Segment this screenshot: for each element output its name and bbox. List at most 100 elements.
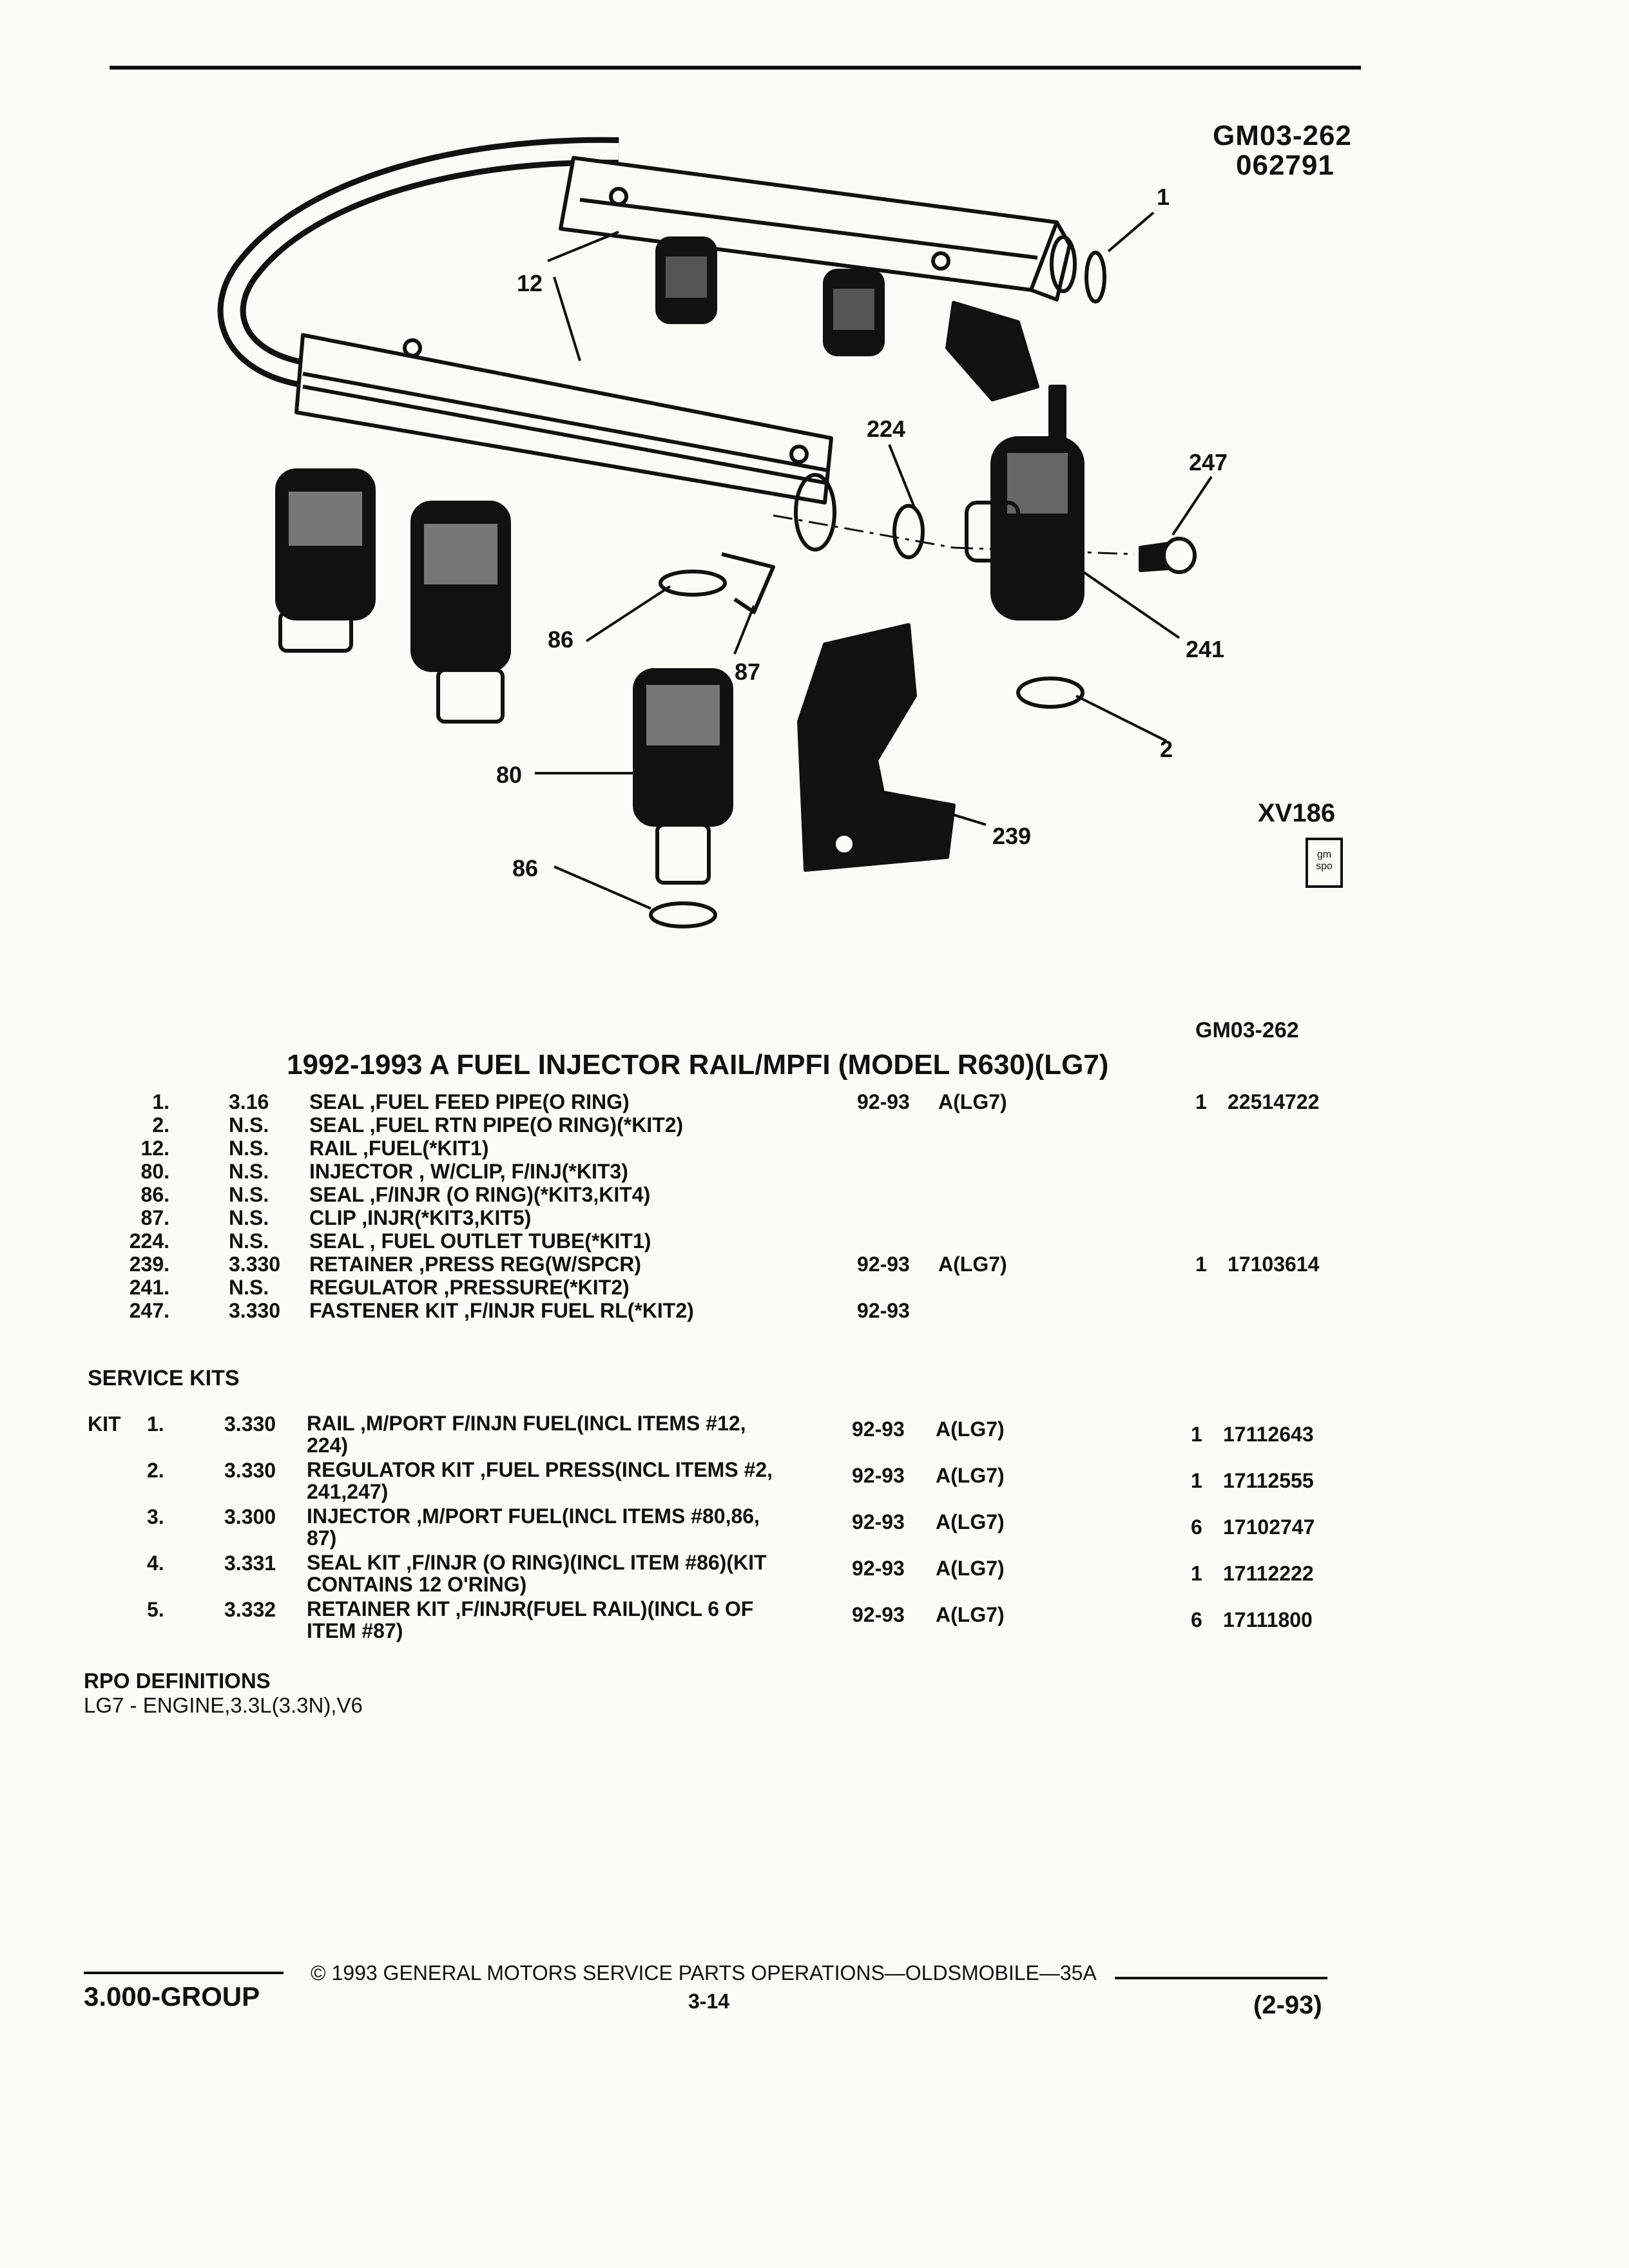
part-description: FASTENER KIT ,F/INJR FUEL RL(*KIT2) [309, 1299, 694, 1322]
callout-241: 241 [1186, 636, 1224, 662]
item-number: 80. [140, 1160, 169, 1183]
section-ref-code: GM03-262 [1195, 1018, 1299, 1043]
kit-number: 2. [147, 1459, 164, 1482]
quantity: 6 [1191, 1608, 1202, 1631]
model-years: 92-93 [857, 1253, 910, 1276]
kit-description-cont: 224) [307, 1434, 349, 1457]
footer-group: 3.000-GROUP [84, 1981, 260, 2012]
application: A(LG7) [936, 1510, 1005, 1533]
part-description: SEAL ,F/INJR (O RING)(*KIT3,KIT4) [309, 1183, 651, 1206]
item-number: 1. [152, 1090, 169, 1113]
model-years: 92-93 [857, 1090, 910, 1113]
service-kits-heading: SERVICE KITS [88, 1366, 240, 1390]
header-code: GM03-262 [1213, 120, 1352, 151]
model-years: 92-93 [852, 1603, 905, 1626]
model-years: 92-93 [857, 1299, 910, 1322]
kit-description: REGULATOR KIT ,FUEL PRESS(INCL ITEMS #2, [307, 1458, 773, 1481]
kit-description: SEAL KIT ,F/INJR (O RING)(INCL ITEM #86)… [307, 1551, 767, 1574]
callout-80: 80 [496, 762, 522, 788]
item-number: 241. [129, 1276, 169, 1299]
rpo-heading: RPO DEFINITIONS [84, 1669, 271, 1693]
parts-row: 1. 3.16 SEAL ,FUEL FEED PIPE(O RING) 92-… [0, 1090, 1629, 1116]
callout-86-upper: 86 [548, 626, 574, 653]
quantity: 1 [1195, 1090, 1207, 1113]
quantity: 1 [1191, 1469, 1202, 1492]
part-number: 17111800 [1223, 1608, 1313, 1631]
group-number: 3.330 [229, 1299, 281, 1322]
group-number: N.S. [229, 1206, 269, 1229]
item-number: 12. [140, 1137, 169, 1160]
application: A(LG7) [938, 1090, 1007, 1113]
part-description: SEAL ,FUEL RTN PIPE(O RING)(*KIT2) [309, 1113, 684, 1137]
group-number: N.S. [229, 1137, 269, 1160]
callout-2: 2 [1160, 736, 1173, 762]
part-description: RAIL ,FUEL(*KIT1) [309, 1137, 489, 1160]
item-number: 86. [140, 1183, 169, 1206]
group-number: 3.332 [224, 1598, 276, 1621]
part-description: REGULATOR ,PRESSURE(*KIT2) [309, 1276, 630, 1299]
group-number: N.S. [229, 1276, 269, 1299]
item-number: 87. [140, 1206, 169, 1229]
item-number: 239. [129, 1253, 169, 1276]
parts-row: 80. N.S. INJECTOR , W/CLIP, F/INJ(*KIT3) [0, 1160, 1629, 1186]
group-number: 3.330 [224, 1412, 276, 1436]
application: A(LG7) [936, 1603, 1005, 1626]
model-years: 92-93 [852, 1464, 905, 1487]
part-description: SEAL ,FUEL FEED PIPE(O RING) [309, 1090, 630, 1113]
part-description: SEAL , FUEL OUTLET TUBE(*KIT1) [309, 1229, 651, 1253]
part-description: INJECTOR , W/CLIP, F/INJ(*KIT3) [309, 1160, 628, 1183]
parts-row: 2. N.S. SEAL ,FUEL RTN PIPE(O RING)(*KIT… [0, 1113, 1629, 1139]
header-date-code: 062791 [1236, 149, 1335, 181]
quantity: 6 [1191, 1515, 1202, 1539]
kit-number: 4. [147, 1552, 164, 1575]
parts-row: 241. N.S. REGULATOR ,PRESSURE(*KIT2) [0, 1276, 1629, 1302]
quantity: 1 [1191, 1562, 1202, 1585]
footer-page-number: 3-14 [688, 1990, 730, 2013]
footer-copyright: © 1993 GENERAL MOTORS SERVICE PARTS OPER… [311, 1961, 1097, 1984]
parts-row: 12. N.S. RAIL ,FUEL(*KIT1) [0, 1137, 1629, 1162]
quantity: 1 [1195, 1253, 1207, 1276]
model-years: 92-93 [852, 1510, 905, 1533]
model-years: 92-93 [852, 1418, 905, 1441]
callout-239: 239 [992, 823, 1031, 849]
footer-rule-left [84, 1972, 284, 1974]
group-number: 3.16 [229, 1090, 269, 1113]
kit-number: 5. [147, 1598, 164, 1621]
kit-description-cont: CONTAINS 12 O'RING) [307, 1573, 527, 1596]
application: A(LG7) [936, 1557, 1005, 1580]
group-number: N.S. [229, 1113, 269, 1137]
group-number: 3.300 [224, 1505, 276, 1528]
kit-description-cont: 87) [307, 1526, 337, 1550]
footer-rule-right [1115, 1977, 1327, 1979]
part-number: 17112555 [1223, 1469, 1314, 1492]
kit-description-cont: 241,247) [307, 1480, 389, 1503]
section-title: 1992-1993 A FUEL INJECTOR RAIL/MPFI (MOD… [287, 1049, 1109, 1081]
kit-description: RAIL ,M/PORT F/INJN FUEL(INCL ITEMS #12, [307, 1412, 746, 1435]
callout-12: 12 [517, 270, 543, 296]
parts-row: 239. 3.330 RETAINER ,PRESS REG(W/SPCR) 9… [0, 1253, 1629, 1278]
part-number: 17103614 [1228, 1253, 1320, 1276]
group-number: N.S. [229, 1183, 269, 1206]
item-number: 2. [152, 1113, 169, 1137]
group-number: 3.330 [224, 1459, 276, 1482]
part-number: 17112222 [1223, 1562, 1314, 1585]
application: A(LG7) [936, 1418, 1005, 1441]
group-number: N.S. [229, 1229, 269, 1253]
quantity: 1 [1191, 1423, 1202, 1446]
callout-87: 87 [735, 658, 760, 685]
application: A(LG7) [936, 1464, 1005, 1487]
group-number: 3.331 [224, 1552, 276, 1575]
part-number: 17112643 [1223, 1423, 1314, 1446]
footer-revision: (2-93) [1253, 1991, 1322, 2019]
kit-description: RETAINER KIT ,F/INJR(FUEL RAIL)(INCL 6 O… [307, 1597, 754, 1620]
callout-224: 224 [867, 416, 905, 442]
exploded-diagram: 1 12 224 247 241 2 86 87 80 239 86 XV186 [217, 137, 1335, 928]
item-number: 224. [129, 1229, 169, 1253]
parts-row: 247. 3.330 FASTENER KIT ,F/INJR FUEL RL(… [0, 1299, 1629, 1325]
part-number: 22514722 [1228, 1090, 1320, 1113]
top-rule [110, 66, 1361, 70]
kit-description-cont: ITEM #87) [307, 1619, 403, 1642]
application: A(LG7) [938, 1253, 1007, 1276]
callout-1: 1 [1157, 184, 1170, 210]
group-number: N.S. [229, 1160, 269, 1183]
